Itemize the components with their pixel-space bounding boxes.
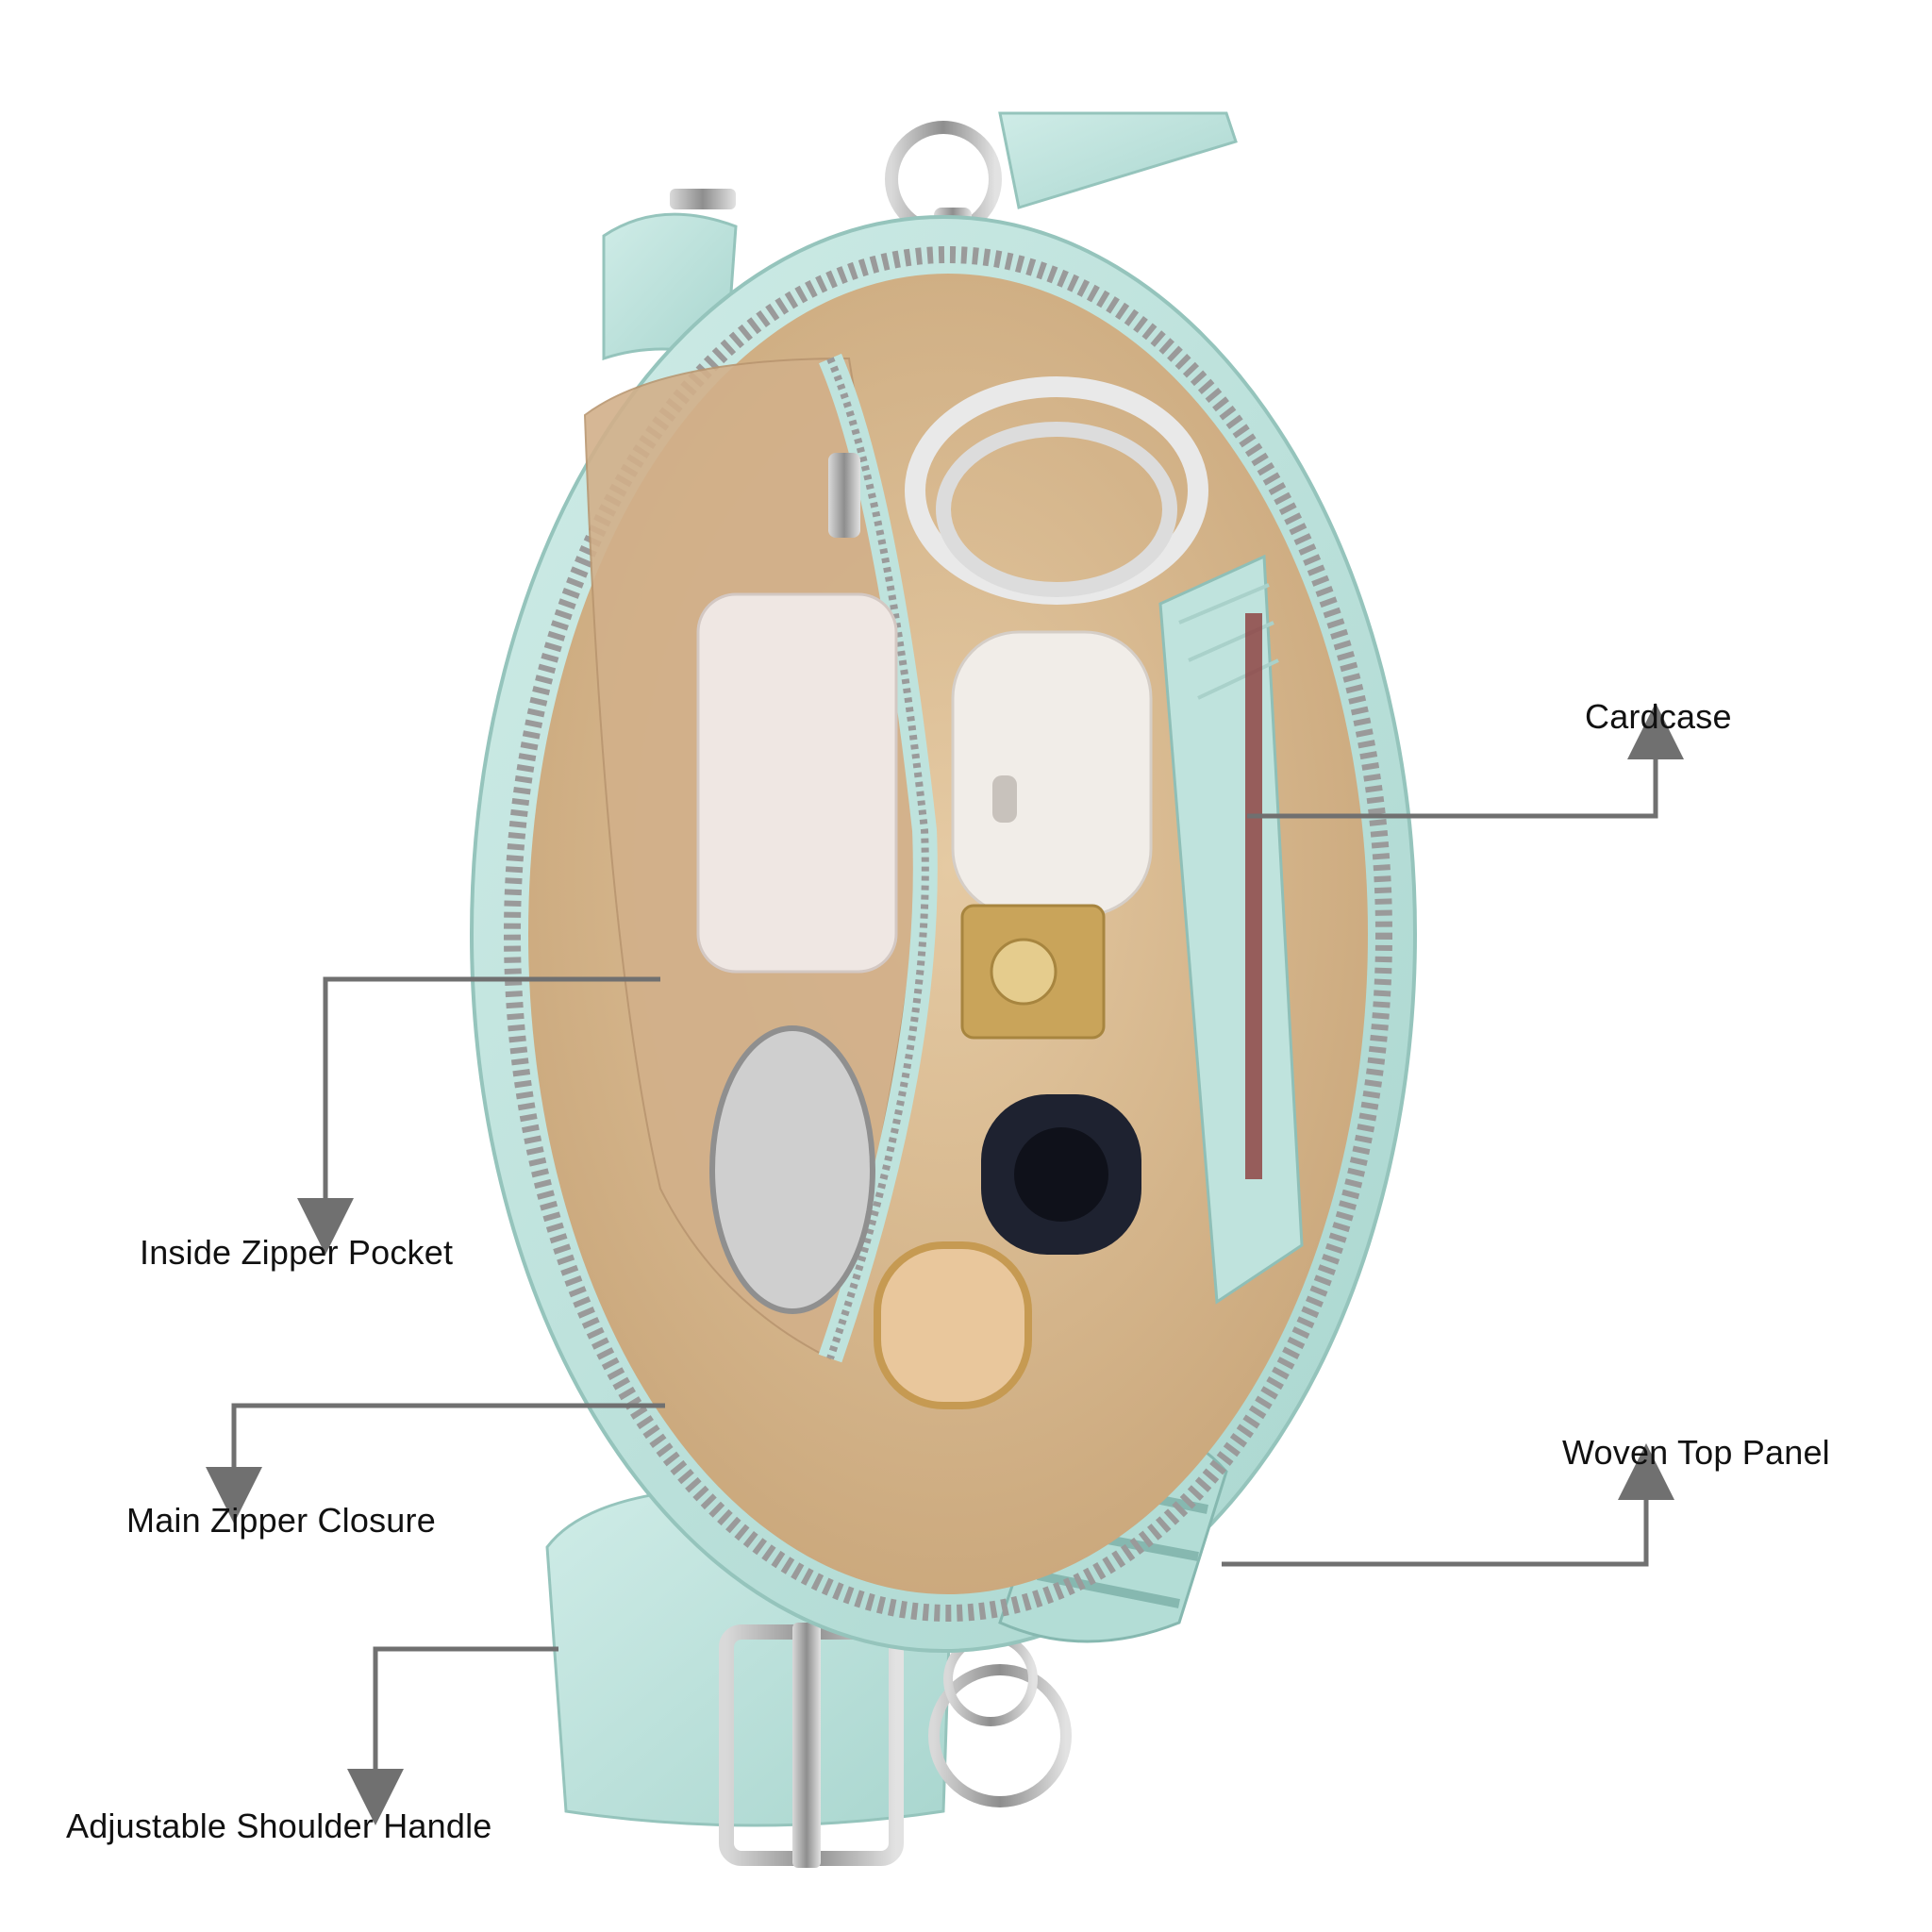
main-zipper-closure-connector [206,1403,665,1524]
inside-zipper-pocket-label: Inside Zipper Pocket [140,1233,454,1272]
inside-zipper-pocket-connector [297,976,660,1255]
top-strap [602,111,1238,361]
cardcase [1158,554,1304,1305]
cardcase-connector [1247,703,1684,819]
adjustable-shoulder-handle-label: Adjustable Shoulder Handle [66,1807,492,1845]
main-zipper [504,246,1392,1622]
woven-top-panel-connector [1222,1443,1674,1567]
cardcase-label: Cardcase [1585,697,1732,736]
woven-top-panel-label: Woven Top Panel [1562,1433,1830,1472]
bag-contents [696,376,1208,1409]
adjustable-shoulder-handle-connector [347,1646,558,1825]
main-zipper-closure-label: Main Zipper Closure [126,1501,436,1540]
